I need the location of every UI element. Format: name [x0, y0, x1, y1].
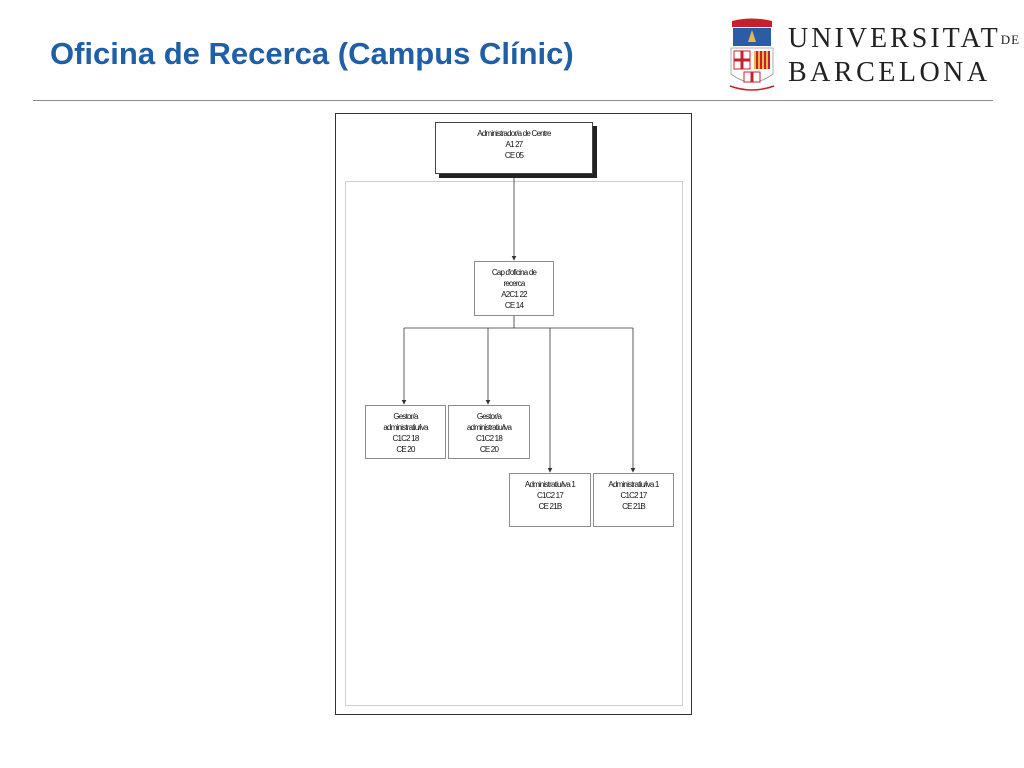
node-line: CE 21B	[622, 502, 646, 511]
node-line: administratiu/iva	[383, 423, 428, 432]
shield-icon	[729, 18, 775, 91]
node-line: C1C2 17	[537, 491, 564, 500]
node-line: A2C1 22	[501, 290, 527, 299]
node-line: CE 14	[504, 301, 524, 310]
university-logo: UNIVERSITATDE BARCELONA	[726, 18, 1019, 94]
logo-line2: BARCELONA	[788, 57, 991, 88]
node-line: administratiu/iva	[466, 423, 512, 432]
node-line: C1C2 17	[620, 491, 648, 500]
node-gestor-1: Gestor/a administratiu/iva C1C2 18 CE 20	[365, 405, 446, 459]
logo-line1: UNIVERSITAT	[788, 23, 1001, 54]
node-line: CE 20	[479, 445, 499, 454]
node-line: CE 21B	[538, 502, 563, 511]
slide-title: Oficina de Recerca (Campus Clínic)	[50, 36, 574, 71]
node-line: A1 27	[505, 140, 524, 149]
node-administratiu-1: Administratiu/iva 1 C1C2 17 CE 21B	[509, 473, 591, 527]
node-admin-centre: Administrador/a de Centre A1 27 CE 05	[435, 122, 593, 174]
node-line: Administratiu/iva 1	[608, 480, 659, 489]
node-line: Gestor/a	[476, 412, 502, 421]
node-cap-oficina: Cap d'oficina de recerca A2C1 22 CE 14	[474, 261, 554, 316]
logo-wordmark: UNIVERSITATDE BARCELONA	[788, 22, 1020, 89]
node-line: Administratiu/iva 1	[524, 480, 576, 489]
node-line: recerca	[503, 279, 525, 288]
logo-line1-suffix: DE	[1000, 32, 1021, 47]
node-administratiu-2: Administratiu/iva 1 C1C2 17 CE 21B	[593, 473, 674, 527]
node-line: CE 05	[504, 151, 524, 160]
title-divider	[33, 100, 993, 101]
node-line: C1C2 18	[392, 434, 420, 443]
node-line: CE 20	[396, 445, 415, 454]
org-chart-frame	[335, 113, 692, 715]
node-line: C1C2 18	[476, 434, 503, 443]
node-line: Administrador/a de Centre	[477, 129, 551, 138]
node-gestor-2: Gestor/a administratiu/iva C1C2 18 CE 20	[448, 405, 530, 459]
node-line: Cap d'oficina de	[491, 268, 537, 277]
node-line: Gestor/a	[393, 412, 418, 421]
